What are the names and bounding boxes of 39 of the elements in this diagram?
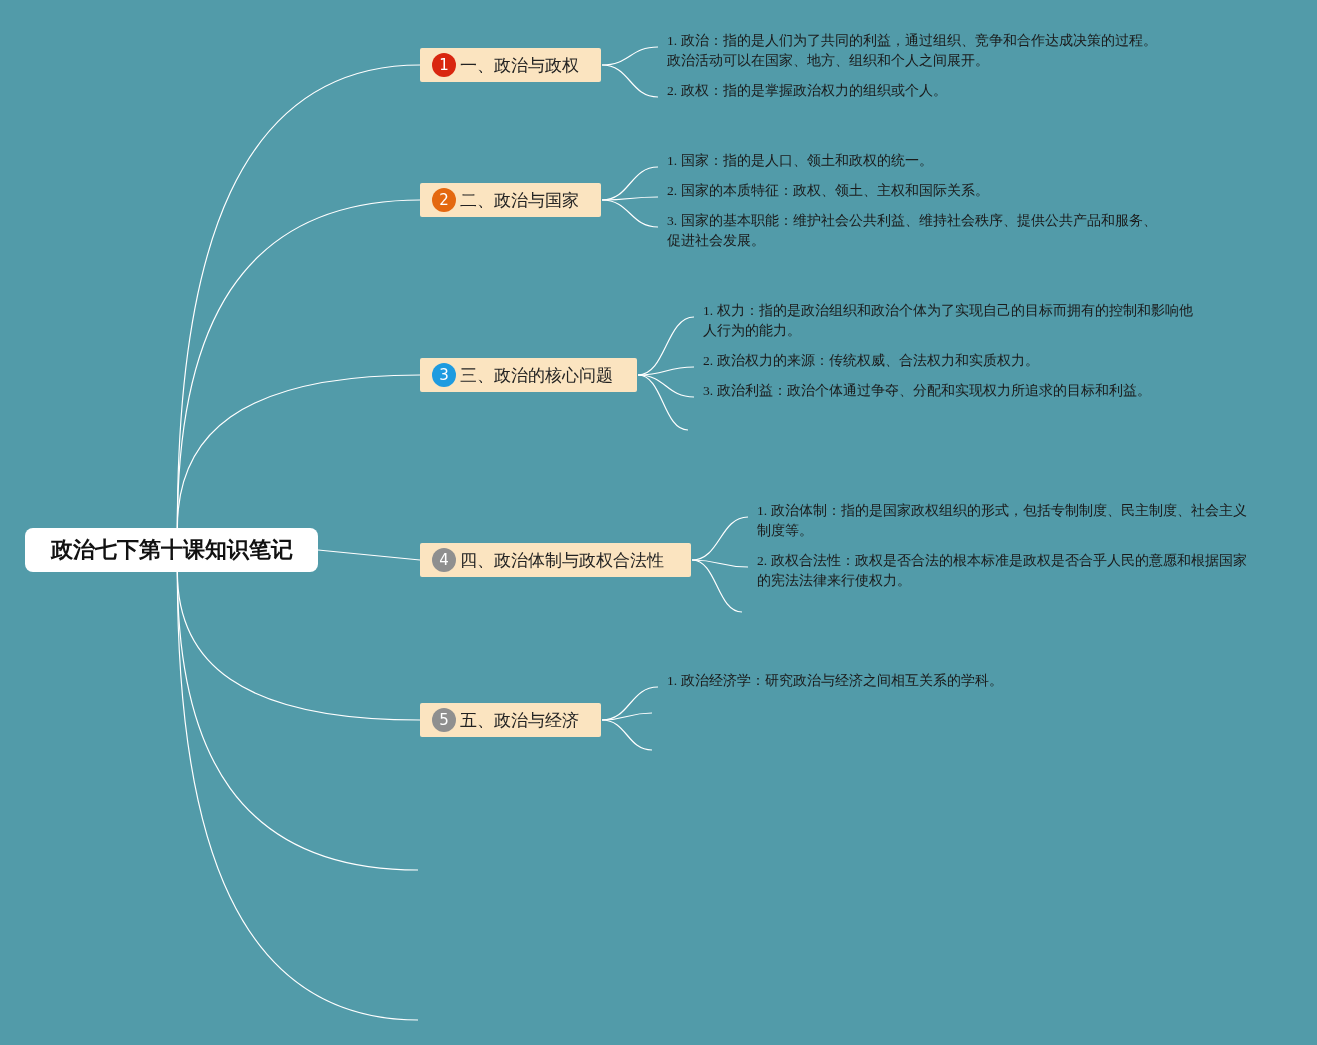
topic-box [420,183,601,217]
connector-line [691,559,749,568]
note-text: 2. 国家的本质特征：政权、领土、主权和国际关系。 [658,181,1159,201]
topic-title: 二、政治与国家 [460,188,579,212]
note-text: 1. 国家：指的是人口、领土和政权的统一。 [658,151,1159,171]
connector-line [637,374,689,431]
note-text: 1. 权力：指的是政治组织和政治个体为了实现自己的目标而拥有的控制和影响他人行为的能力。 [694,301,1195,341]
connector-line [691,559,743,613]
note-text: 2. 政权：指的是掌握政治权力的组织或个人。 [658,81,1159,101]
connector-line [601,46,659,66]
number-badge: 1 [432,53,456,77]
topic-title: 一、政治与政权 [460,53,579,77]
root-topic-box: 政治七下第十课知识笔记 [25,528,318,572]
number-badge: 3 [432,363,456,387]
connector-line [176,571,419,1021]
connector-line [601,712,653,721]
note-text: 2. 政治权力的来源：传统权威、合法权力和实质权力。 [694,351,1195,371]
number-badge: 2 [432,188,456,212]
note-text: 1. 政治体制：指的是国家政权组织的形式，包括专制制度、民主制度、社会主义制度等。 [748,501,1249,541]
topic-box [420,703,601,737]
connector-line [601,64,659,98]
topic-title: 四、政治体制与政权合法性 [460,548,664,572]
connector-line [317,549,421,561]
topic-title: 三、政治的核心问题 [460,363,613,387]
topic-box [420,543,691,577]
note-text: 1. 政治：指的是人们为了共同的利益，通过组织、竞争和合作达成决策的过程。政治活动可以在国家、地方、组织和个人之间展开。 [658,31,1159,71]
note-text: 2. 政权合法性：政权是否合法的根本标准是政权是否合乎人民的意愿和根据国家的宪法法律来行使权力。 [748,551,1249,591]
topic-box [420,48,601,82]
connector-line [601,199,659,228]
number-badge: 5 [432,708,456,732]
number-badge: 4 [432,548,456,572]
note-text: 3. 政治利益：政治个体通过争夺、分配和实现权力所追求的目标和利益。 [694,381,1195,401]
topic-box [420,358,637,392]
connector-line [176,374,421,529]
note-text: 1. 政治经济学：研究政治与经济之间相互关系的学科。 [658,671,1058,691]
connector-line [601,719,653,751]
note-text: 3. 国家的基本职能：维护社会公共利益、维持社会秩序、提供公共产品和服务、促进社会发展。 [658,211,1159,251]
connector-line [637,374,695,398]
topic-title: 五、政治与经济 [460,708,579,732]
